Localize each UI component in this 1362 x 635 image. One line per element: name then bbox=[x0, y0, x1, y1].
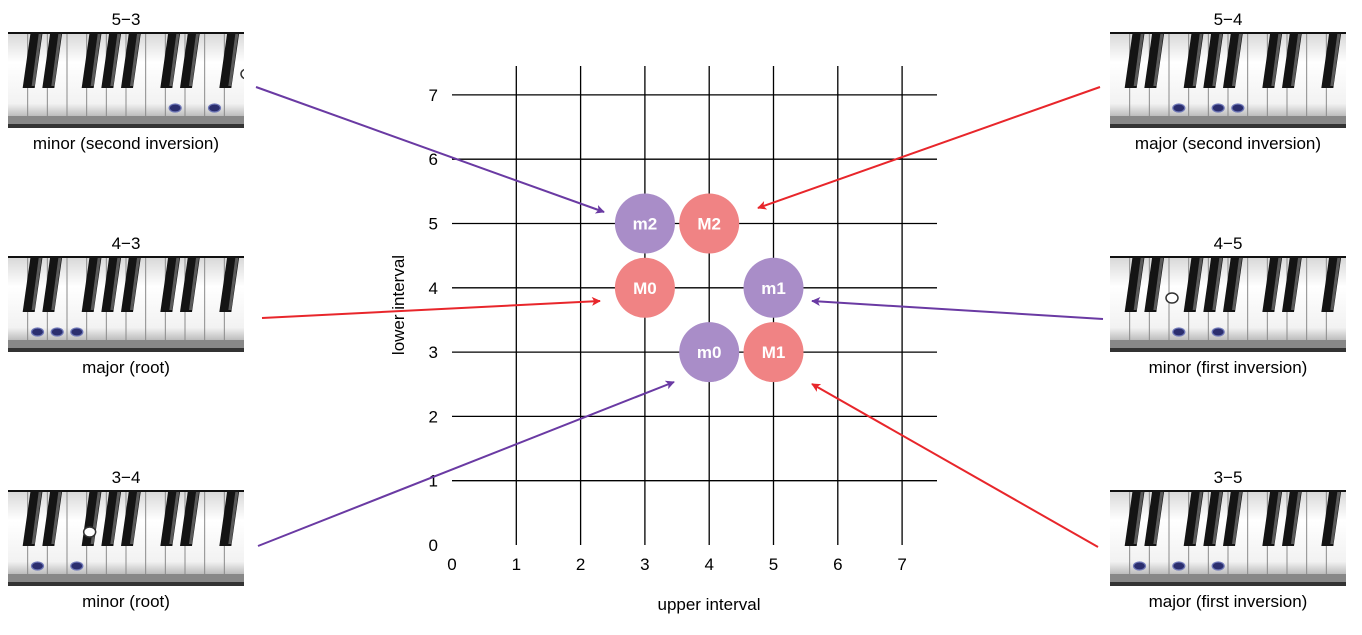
node-label: M1 bbox=[762, 343, 786, 362]
keyboard-image bbox=[8, 32, 244, 128]
interval-label: 4−3 bbox=[111, 234, 141, 253]
x-tick-label: 3 bbox=[640, 555, 649, 574]
note-marker bbox=[30, 561, 45, 571]
arrow-to-M2 bbox=[757, 86, 1101, 210]
keyboard-image bbox=[1110, 490, 1346, 586]
arrow-to-M1 bbox=[811, 383, 1099, 548]
note-marker bbox=[1132, 561, 1147, 571]
arrow-to-M0 bbox=[261, 296, 601, 319]
node-circle bbox=[743, 322, 804, 383]
arrows bbox=[255, 86, 1104, 548]
node-label: m1 bbox=[761, 279, 786, 298]
chord-caption: major (first inversion) bbox=[1148, 592, 1308, 611]
arrow-to-m2 bbox=[255, 86, 605, 214]
chord-node-M1: M1 bbox=[743, 322, 804, 383]
note-marker bbox=[168, 103, 182, 113]
keyboard-image bbox=[1110, 32, 1346, 128]
keyboard-image bbox=[1110, 256, 1346, 352]
interval-label: 3−5 bbox=[1213, 468, 1243, 487]
arrow-to-m1 bbox=[811, 297, 1104, 320]
x-tick-label: 4 bbox=[704, 555, 713, 574]
chord-panel-mr: 4−5 minor (first inversion) bbox=[1110, 234, 1346, 378]
interval-label: 3−4 bbox=[111, 468, 141, 487]
node-circle bbox=[679, 193, 740, 254]
chord-caption: minor (first inversion) bbox=[1148, 358, 1308, 377]
chord-caption: minor (second inversion) bbox=[32, 134, 220, 153]
note-marker bbox=[50, 327, 64, 337]
y-axis-label: lower interval bbox=[389, 255, 408, 355]
node-label: M2 bbox=[697, 215, 721, 234]
x-tick-label: 0 bbox=[447, 555, 456, 574]
tick-labels: 0 1 2 3 4 5 6 7 0 1 2 3 4 5 6 7 bbox=[429, 86, 907, 574]
chord-panel-br: 3−5 major (first inversion) bbox=[1110, 468, 1346, 612]
chord-node-m2: m2 bbox=[614, 193, 675, 254]
chord-panel-ml: 4−3 major (root) bbox=[8, 234, 244, 378]
y-tick-label: 1 bbox=[429, 472, 438, 491]
x-tick-label: 1 bbox=[512, 555, 521, 574]
y-tick-label: 2 bbox=[429, 407, 438, 426]
y-tick-label: 4 bbox=[429, 279, 438, 298]
keyboard-image bbox=[8, 490, 244, 586]
y-tick-label: 0 bbox=[429, 536, 438, 555]
y-tick-label: 7 bbox=[429, 86, 438, 105]
interval-label: 4−5 bbox=[1213, 234, 1243, 253]
note-marker bbox=[1172, 327, 1186, 337]
node-label: m0 bbox=[697, 343, 722, 362]
chord-panel-tl: 5−3 minor (second inversion) bbox=[8, 10, 244, 154]
interval-label: 5−3 bbox=[111, 10, 141, 29]
note-marker bbox=[1211, 103, 1225, 113]
note-marker bbox=[240, 68, 244, 80]
interval-label: 5−4 bbox=[1213, 10, 1243, 29]
node-label: m2 bbox=[633, 215, 658, 234]
chord-node-M0: M0 bbox=[614, 257, 675, 318]
node-circle bbox=[614, 193, 675, 254]
node-circle bbox=[743, 257, 804, 318]
note-marker bbox=[1165, 292, 1179, 304]
note-marker bbox=[1172, 561, 1186, 571]
note-marker bbox=[30, 327, 45, 337]
note-marker bbox=[82, 526, 97, 538]
note-marker bbox=[1211, 561, 1225, 571]
chord-node-M2: M2 bbox=[679, 193, 740, 254]
chord-caption: major (root) bbox=[82, 358, 170, 377]
chord-panel-bl: 3−4 minor (root) bbox=[8, 468, 244, 612]
chord-node-m1: m1 bbox=[743, 257, 804, 318]
note-marker bbox=[1231, 103, 1245, 113]
chord-panel-tr: 5−4 major (second inversion) bbox=[1110, 10, 1346, 154]
keyboard-image bbox=[8, 256, 244, 352]
y-tick-label: 3 bbox=[429, 343, 438, 362]
chord-node-m0: m0 bbox=[679, 322, 740, 383]
y-tick-label: 5 bbox=[429, 215, 438, 234]
x-tick-label: 2 bbox=[576, 555, 585, 574]
note-marker bbox=[1172, 103, 1186, 113]
note-marker bbox=[207, 103, 222, 113]
chord-caption: major (second inversion) bbox=[1134, 134, 1322, 153]
node-circle bbox=[614, 257, 675, 318]
x-axis-label: upper interval bbox=[657, 595, 760, 614]
arrow-to-m0 bbox=[257, 380, 675, 547]
note-marker bbox=[70, 327, 84, 337]
y-tick-label: 6 bbox=[429, 150, 438, 169]
x-tick-label: 7 bbox=[897, 555, 906, 574]
node-circle bbox=[679, 322, 740, 383]
chord-caption: minor (root) bbox=[82, 592, 170, 611]
x-tick-label: 5 bbox=[769, 555, 778, 574]
note-marker bbox=[70, 561, 84, 571]
node-label: M0 bbox=[633, 279, 657, 298]
x-tick-label: 6 bbox=[833, 555, 842, 574]
note-marker bbox=[1211, 327, 1225, 337]
